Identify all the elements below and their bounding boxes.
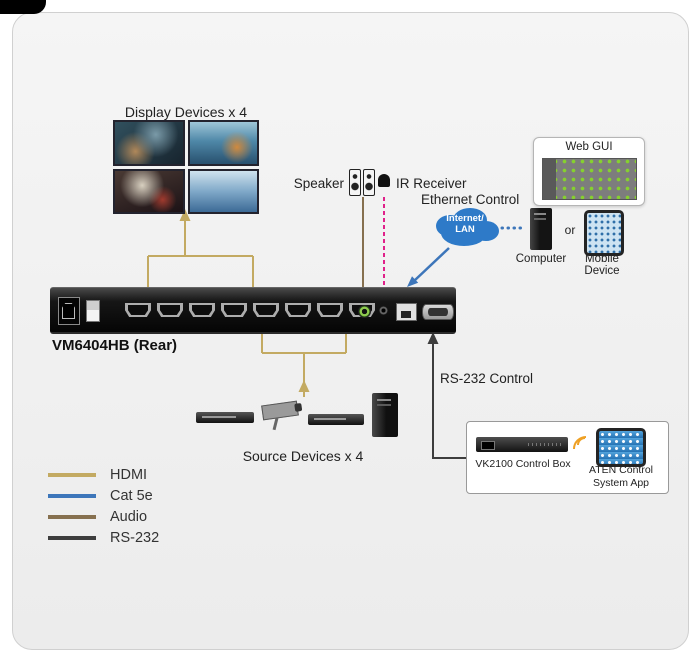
- ethernet-control-label: Ethernet Control: [421, 192, 520, 207]
- legend-label-audio: Audio: [110, 508, 148, 525]
- wireless-icon: [573, 436, 587, 450]
- legend-item-rs232: RS-232: [48, 529, 159, 546]
- hdmi-port-7: [317, 303, 343, 317]
- hdmi-port-6: [285, 303, 311, 317]
- power-switch: [86, 300, 100, 322]
- power-inlet-port: [58, 297, 80, 325]
- speaker-label: Speaker: [293, 176, 344, 191]
- legend-label-hdmi: HDMI: [110, 466, 148, 483]
- legend-label-cat5e: Cat 5e: [110, 487, 153, 504]
- video-wall-icon: [113, 120, 259, 214]
- audio-out-jack: [358, 305, 371, 318]
- web-gui-screenshot: [542, 158, 637, 200]
- vm6404hb-rear-device: [50, 287, 456, 334]
- aten-app-label: ATEN Control System App: [589, 464, 653, 490]
- legend-item-cat5e: Cat 5e: [48, 487, 159, 504]
- speaker-icon: [349, 169, 377, 198]
- media-player-icon: [308, 414, 364, 425]
- legend-line-rs232: [48, 535, 96, 540]
- source-devices-label: Source Devices x 4: [242, 448, 364, 464]
- legend: HDMI Cat 5e Audio RS-232: [48, 466, 159, 546]
- legend-label-rs232: RS-232: [110, 529, 160, 546]
- legend-line-hdmi: [48, 472, 96, 477]
- display-monitor: [187, 168, 259, 214]
- hdmi-port-3: [189, 303, 215, 317]
- dvd-player-icon: [196, 412, 254, 423]
- legend-line-cat5e: [48, 493, 96, 498]
- mobile-device-label: Mobile Device: [584, 253, 620, 277]
- display-monitor: [187, 120, 259, 166]
- hdmi-port-5: [253, 303, 279, 317]
- device-name-label: VM6404HB (Rear): [52, 337, 178, 354]
- web-gui-panel: Web GUI: [533, 137, 645, 206]
- ir-receiver-label: IR Receiver: [396, 176, 467, 191]
- page-corner-decoration: [0, 0, 46, 14]
- computer-label: Computer: [515, 253, 567, 265]
- legend-item-hdmi: HDMI: [48, 466, 159, 483]
- ir-port: [379, 306, 388, 315]
- web-gui-label: Web GUI: [565, 141, 613, 153]
- internet-lan-label: Internet/ LAN: [446, 213, 484, 236]
- ethernet-port: [396, 303, 417, 321]
- computer-icon: [530, 208, 552, 250]
- mobile-device-icon: [584, 210, 624, 256]
- display-devices-label: Display Devices x 4: [124, 104, 248, 120]
- legend-item-audio: Audio: [48, 508, 159, 525]
- rs232-control-label: RS-232 Control: [440, 371, 534, 386]
- internet-cloud-icon: [436, 208, 499, 246]
- control-app-tablet-icon: [596, 428, 646, 467]
- or-label: or: [564, 223, 576, 237]
- display-monitor: [113, 120, 185, 166]
- rs232-port: [422, 304, 454, 320]
- ir-receiver-icon: [378, 174, 390, 187]
- display-monitor: [113, 168, 185, 214]
- hdmi-port-2: [157, 303, 183, 317]
- pc-tower-icon: [372, 393, 398, 437]
- vk2100-label: VK2100 Control Box: [475, 458, 571, 470]
- hdmi-port-4: [221, 303, 247, 317]
- hdmi-port-1: [125, 303, 151, 317]
- legend-line-audio: [48, 514, 96, 519]
- vk2100-device-icon: [476, 437, 568, 452]
